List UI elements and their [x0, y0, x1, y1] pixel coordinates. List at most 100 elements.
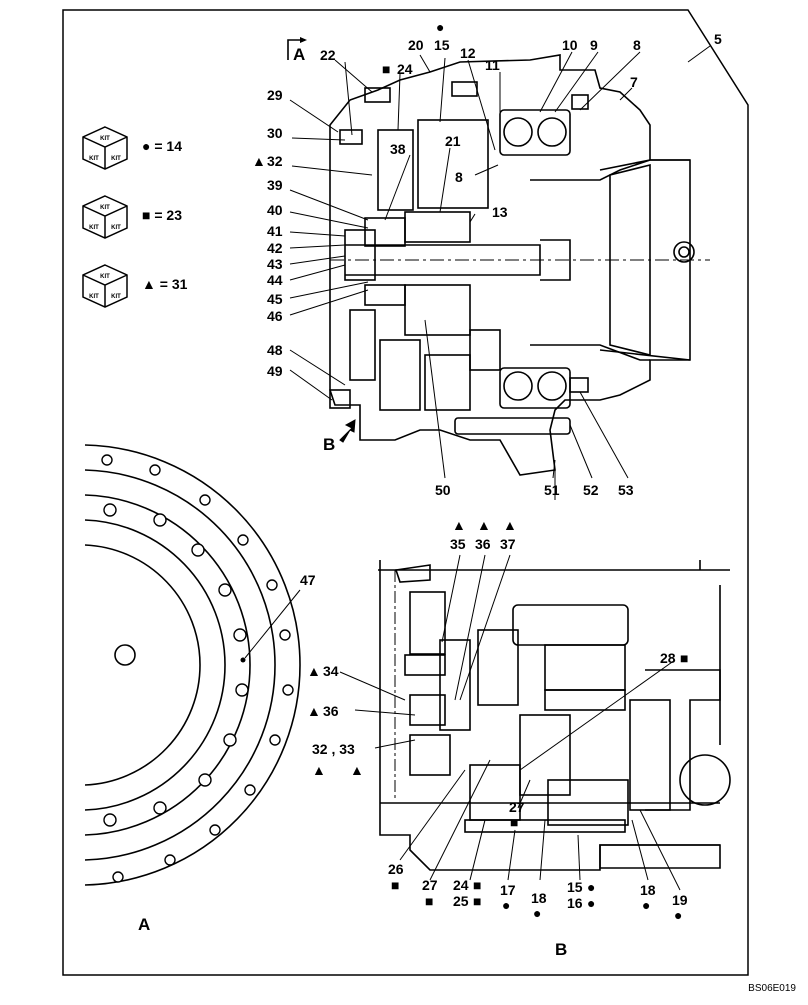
square-symbol: ■ — [680, 650, 689, 666]
triangle-symbol: ▲ — [452, 517, 466, 533]
circle-symbol: ● — [587, 895, 596, 911]
kit-text: KIT — [111, 294, 121, 300]
callout-label: 15 — [434, 37, 450, 53]
triangle-symbol: ▲ — [477, 517, 491, 533]
callout-label: 36 — [323, 703, 339, 719]
callout-label: 5 — [714, 31, 722, 47]
callout-label: 30 — [267, 125, 283, 141]
callout-label: 35 — [450, 536, 466, 552]
callout-label: 18 — [531, 890, 547, 906]
callout-mark: ● — [436, 19, 445, 35]
section-marker-b: B — [323, 435, 336, 454]
callout-label: 45 — [267, 291, 283, 307]
callout-label: 34 — [323, 663, 339, 679]
circle-symbol: ● — [674, 907, 683, 923]
square-symbol: ■ — [391, 877, 400, 893]
callout-mark: ▲ — [252, 153, 266, 169]
callout-label: 26 — [388, 861, 404, 877]
callout-label: 44 — [267, 272, 283, 288]
callout-label: 20 — [408, 37, 424, 53]
callout-label: 50 — [435, 482, 451, 498]
ring-gear-holes — [101, 454, 294, 883]
kit-box-icon: KIT KIT KIT — [82, 195, 128, 239]
callout-label: 29 — [267, 87, 283, 103]
callout-label: 36 — [475, 536, 491, 552]
callout-label: 41 — [267, 223, 283, 239]
kit-count: = 14 — [154, 138, 182, 154]
callout-label: 12 — [460, 45, 476, 61]
callout-label: 21 — [445, 133, 461, 149]
circle-symbol: ● — [533, 905, 542, 921]
callout-label: 22 — [320, 47, 336, 63]
frame-border — [62, 9, 749, 976]
callout-label: 43 — [267, 256, 283, 272]
kit-legend-circle: KIT KIT KIT ● = 14 — [80, 125, 210, 170]
kit-box-icon: KIT KIT KIT — [82, 264, 128, 308]
callout-label: 11 — [485, 57, 500, 73]
callout-label: 40 — [267, 202, 283, 218]
callout-label: 24 — [453, 877, 469, 893]
drawing-code: BS06E019 — [748, 983, 796, 994]
kit-count: = 23 — [154, 207, 182, 223]
callout-label: 17 — [500, 882, 516, 898]
callout-label: 46 — [267, 308, 283, 324]
callout-label: 53 — [618, 482, 634, 498]
square-symbol: ■ — [510, 814, 519, 830]
callout-label: 13 — [492, 204, 508, 220]
square-symbol: ■ — [425, 893, 434, 909]
callout-label: 42 — [267, 240, 283, 256]
callout-label: 8 — [455, 169, 463, 185]
callout-label: 37 — [500, 536, 516, 552]
kit-text: KIT — [89, 294, 99, 300]
circle-symbol: ● — [142, 138, 151, 154]
circle-symbol: ● — [502, 897, 511, 913]
triangle-symbol: ▲ — [142, 276, 156, 292]
callout-label: 27 — [422, 877, 438, 893]
callout-label: 18 — [640, 882, 656, 898]
callout-label: 24 — [397, 61, 413, 77]
triangle-symbol: ▲ — [503, 517, 517, 533]
square-symbol: ■ — [473, 877, 482, 893]
kit-count: = 31 — [159, 276, 188, 292]
triangle-symbol: ▲ — [307, 703, 321, 719]
square-symbol: ■ — [142, 207, 151, 223]
callout-label: 15 — [567, 879, 583, 895]
circle-symbol: ● — [642, 897, 651, 913]
motor-section — [329, 54, 695, 476]
callout-label: 49 — [267, 363, 283, 379]
callout-label: 27 — [509, 799, 525, 815]
callout-label: 9 — [590, 37, 598, 53]
square-symbol: ■ — [473, 893, 482, 909]
callout-label: 25 — [453, 893, 469, 909]
view-label-a: A — [138, 915, 151, 934]
kit-legend-triangle: KIT KIT KIT ▲ = 31 — [80, 263, 210, 308]
section-marker-a: A — [293, 45, 306, 64]
kit-text: KIT — [100, 274, 110, 280]
kit-text: KIT — [111, 225, 121, 231]
detail-b-view — [378, 560, 731, 871]
kit-legend-square: KIT KIT KIT ■ = 23 — [80, 194, 210, 239]
kit-text: KIT — [89, 156, 99, 162]
callout-mark: ■ — [382, 61, 391, 77]
kit-text: KIT — [100, 136, 110, 142]
triangle-symbol: ▲ — [307, 663, 321, 679]
callout-label: 28 — [660, 650, 676, 666]
callout-label: 16 — [567, 895, 583, 911]
callout-label: 32 , 33 — [312, 741, 355, 757]
callout-label: 38 — [390, 141, 406, 157]
callout-label: 8 — [633, 37, 641, 53]
kit-text: KIT — [100, 205, 110, 211]
callout-label: 48 — [267, 342, 283, 358]
callout-label: 51 — [544, 482, 560, 498]
callout-label: 39 — [267, 177, 283, 193]
callout-label: 19 — [672, 892, 688, 908]
view-label-b: B — [555, 940, 568, 959]
callout-label: 32 — [267, 153, 283, 169]
kit-box-icon: KIT KIT KIT — [82, 126, 128, 170]
ring-gear-view — [84, 444, 301, 886]
callout-label: 47 — [300, 572, 316, 588]
callout-label: 10 — [562, 37, 578, 53]
triangle-symbol: ▲ — [350, 762, 364, 778]
